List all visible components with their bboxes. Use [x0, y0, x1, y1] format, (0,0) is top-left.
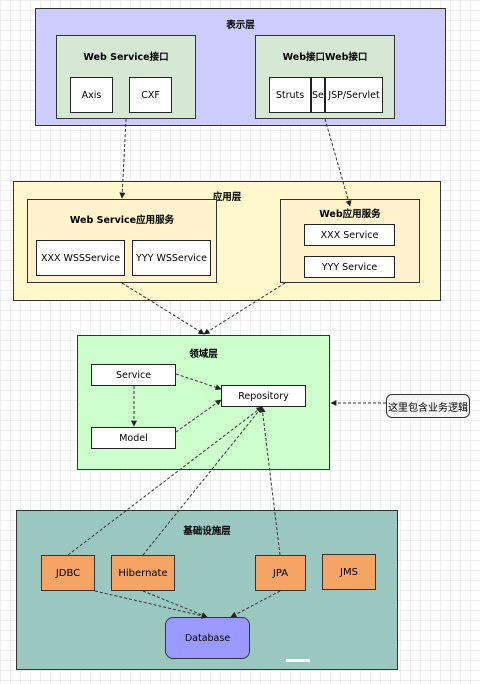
struts-box[interactable]: Struts: [269, 77, 311, 113]
model-box[interactable]: Model: [91, 427, 176, 449]
arrow-webservice-interface-to-webservice-app: [119, 118, 127, 199]
xxx-wssservice-box[interactable]: XXX WSSService: [36, 240, 125, 276]
jsp-servlet-box[interactable]: JSP/Servlet: [325, 77, 383, 113]
arrow-hibernate-to-database: [142, 590, 208, 618]
application-layer-title: 应用层: [212, 192, 242, 203]
servlet-partial-box[interactable]: Se: [311, 77, 325, 113]
infrastructure-layer-title: 基础设施层: [183, 526, 231, 537]
presentation-layer-title: 表示层: [226, 20, 255, 31]
arrow-jdbc-to-repository: [67, 406, 263, 556]
business-logic-note[interactable]: 这里包含业务逻辑: [386, 394, 470, 418]
service-box[interactable]: Service: [91, 364, 176, 386]
jms-box[interactable]: JMS: [322, 554, 376, 590]
hibernate-box[interactable]: Hibernate: [111, 555, 175, 591]
database-node[interactable]: Database: [165, 617, 250, 659]
jdbc-box[interactable]: JDBC: [41, 555, 95, 591]
webservice-app-title: Web Service应用服务: [69, 215, 175, 226]
arrow-web-interface-to-web-app: [324, 118, 352, 207]
arrow-model-to-repository: [175, 399, 222, 433]
axis-box[interactable]: Axis: [70, 77, 113, 113]
white-highlight-mark: [286, 659, 310, 662]
web-interface-title: Web接口Web接口: [282, 52, 368, 63]
arrow-webservice-app-to-domain: [121, 282, 205, 335]
arrow-jpa-to-database: [230, 590, 281, 618]
web-app-title: Web应用服务: [319, 209, 381, 220]
webservice-interface-title: Web Service接口: [83, 52, 169, 63]
jpa-box[interactable]: JPA: [255, 555, 306, 591]
yyy-wsservice-box[interactable]: YYY WSService: [132, 240, 211, 276]
arrow-jpa-to-repository: [259, 406, 281, 556]
arrow-service-to-repository: [175, 373, 222, 391]
arrow-jdbc-to-database: [94, 590, 208, 619]
arrow-web-app-to-domain: [203, 282, 286, 335]
xxx-service-box[interactable]: XXX Service: [304, 224, 395, 246]
domain-layer-title: 领域层: [189, 349, 218, 360]
yyy-service-box[interactable]: YYY Service: [304, 256, 395, 278]
cxf-box[interactable]: CXF: [129, 77, 172, 113]
arrow-hibernate-to-repository: [142, 406, 263, 556]
